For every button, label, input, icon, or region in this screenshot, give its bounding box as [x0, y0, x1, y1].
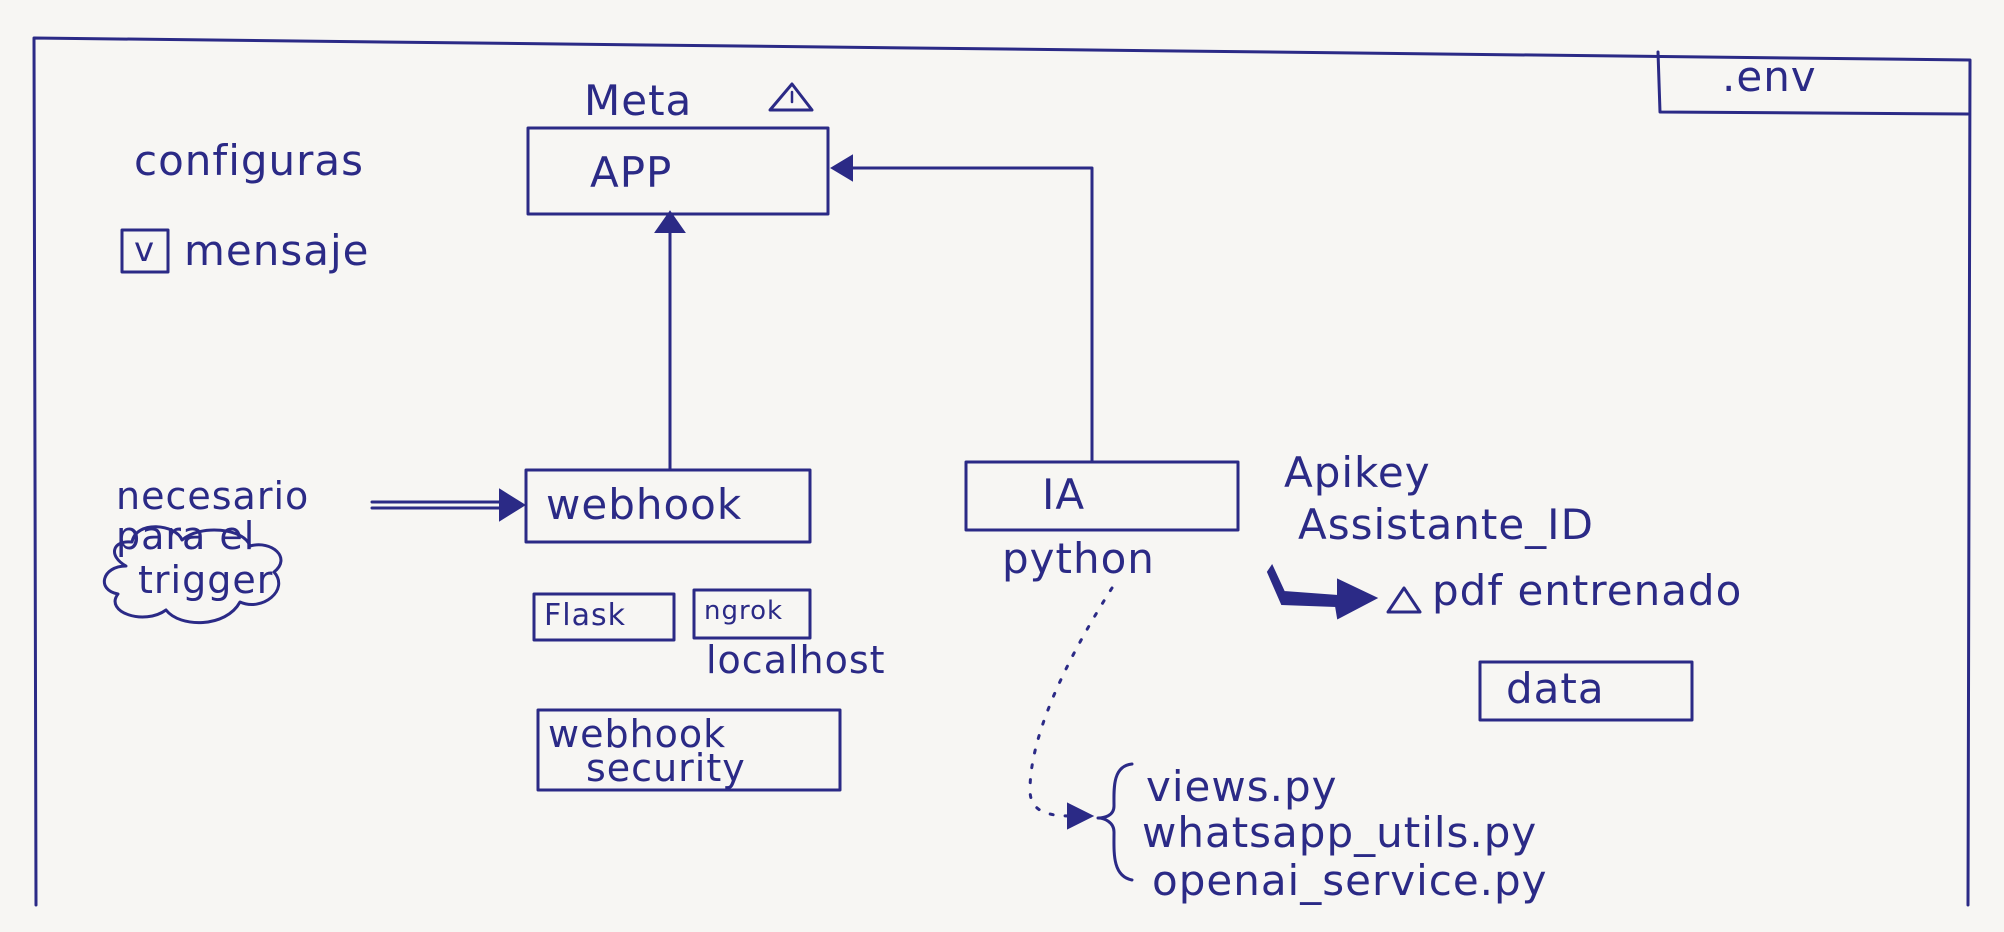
trigger-arrow	[370, 500, 512, 510]
file-whatsapp-utils: whatsapp_utils.py	[1142, 808, 1538, 857]
page-frame	[32, 36, 1972, 907]
localhost-label: localhost	[706, 638, 886, 682]
pdf-label: pdf entrenado	[1432, 566, 1743, 615]
ia-label: IA	[1042, 470, 1086, 519]
ngrok-box	[692, 588, 812, 640]
assistant-label: Assistante_ID	[1298, 500, 1594, 549]
necesario-line-2: para el	[116, 514, 256, 558]
mensaje-label: mensaje	[184, 226, 370, 275]
webhook-label: webhook	[546, 480, 743, 529]
files-brace	[1096, 762, 1134, 882]
flask-label: Flask	[544, 598, 626, 633]
env-label: .env	[1722, 52, 1817, 101]
checkbox-mark: v	[134, 230, 156, 270]
python-to-files-dotted-arrow	[1028, 586, 1114, 818]
data-box	[1478, 660, 1694, 722]
webhook-security-line-2: security	[586, 746, 746, 790]
ngrok-label: ngrok	[704, 596, 784, 626]
necesario-line-1: necesario	[116, 474, 310, 518]
app-box	[526, 126, 830, 216]
ia-box	[964, 460, 1240, 532]
pdf-thick-arrow	[1266, 563, 1379, 620]
file-views: views.py	[1146, 762, 1338, 811]
app-label: APP	[590, 148, 673, 197]
webhook-security-box	[536, 708, 842, 792]
apikey-label: Apikey	[1284, 448, 1431, 497]
file-openai-service: openai_service.py	[1152, 856, 1548, 905]
trigger-cloud	[102, 525, 283, 624]
python-label: python	[1002, 534, 1155, 583]
env-box	[1656, 50, 1970, 116]
configuras-label: configuras	[134, 136, 365, 185]
meta-label: Meta	[584, 76, 693, 125]
meta-warning-icon	[768, 82, 814, 112]
webhook-security-line-1: webhook	[548, 712, 727, 756]
mensaje-checkbox	[120, 228, 170, 274]
trigger-label: trigger	[138, 558, 274, 602]
ia-to-app-arrow	[838, 166, 1094, 464]
pdf-warning-icon	[1386, 586, 1422, 614]
webhook-box	[524, 468, 812, 544]
flask-box	[532, 592, 676, 642]
data-label: data	[1506, 664, 1605, 713]
